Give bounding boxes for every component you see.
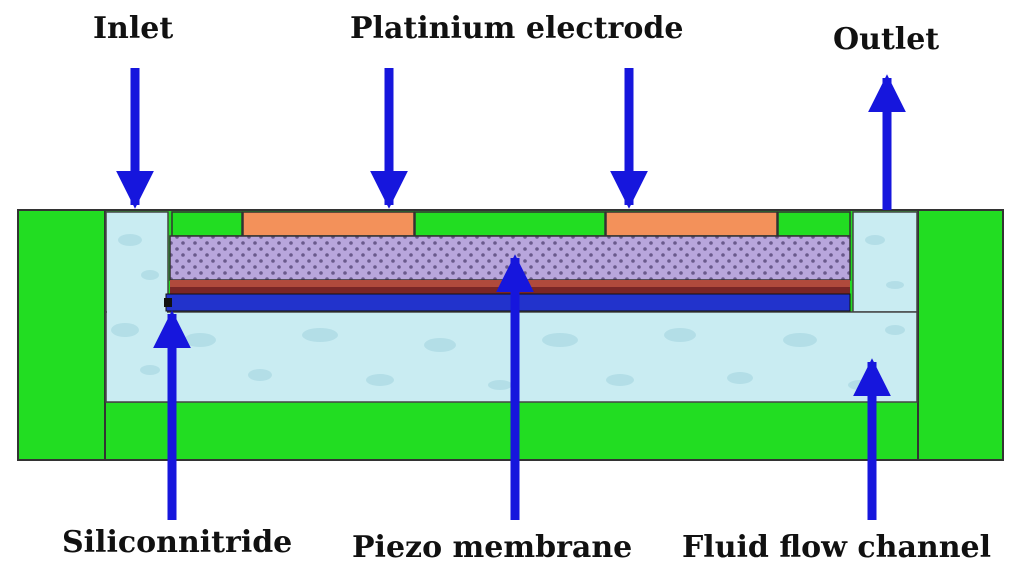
fluid-bubble: [366, 374, 394, 386]
fluid-bubble: [111, 323, 139, 337]
platinum-electrode-left: [242, 211, 415, 237]
siliconnitride-layer: [165, 293, 851, 312]
outlet-channel: [852, 211, 918, 313]
label-platinum-electrode: Platinium electrode: [350, 11, 684, 46]
fluid-bubble: [886, 281, 904, 289]
label-fluid-flow-channel: Fluid flow channel: [682, 530, 992, 565]
fluid-texture: [111, 234, 905, 390]
siliconnitride-edge: [164, 298, 172, 307]
fluid-bubble: [727, 372, 753, 384]
fluid-bubble: [542, 333, 578, 347]
dark-red-layer: [170, 287, 850, 294]
fluid-bubble: [783, 333, 817, 347]
fluid-bubble: [865, 235, 885, 245]
label-siliconnitride: Siliconnitride: [62, 525, 293, 560]
top-frame-segment: [777, 211, 851, 237]
fluid-bubble: [664, 328, 696, 342]
inlet-channel-join: [107, 300, 167, 314]
fluid-bubble: [140, 365, 160, 375]
piezo-membrane-layer: [169, 235, 851, 281]
fluid-bubble: [118, 234, 142, 246]
label-piezo-membrane: Piezo membrane: [352, 530, 633, 565]
fluid-bubble: [606, 374, 634, 386]
brown-layer: [170, 280, 850, 287]
fluid-bubble: [248, 369, 272, 381]
fluid-bubble: [424, 338, 456, 352]
label-inlet: Inlet: [93, 11, 174, 46]
top-frame-segment: [414, 211, 606, 237]
fluid-bubble: [488, 380, 512, 390]
label-outlet: Outlet: [833, 22, 940, 57]
fluid-bubble: [302, 328, 338, 342]
fluid-bubble: [184, 333, 216, 347]
platinum-electrode-right: [605, 211, 778, 237]
fluid-bubble: [885, 325, 905, 335]
fluid-bubble: [141, 270, 159, 280]
top-frame-segment: [171, 211, 243, 237]
